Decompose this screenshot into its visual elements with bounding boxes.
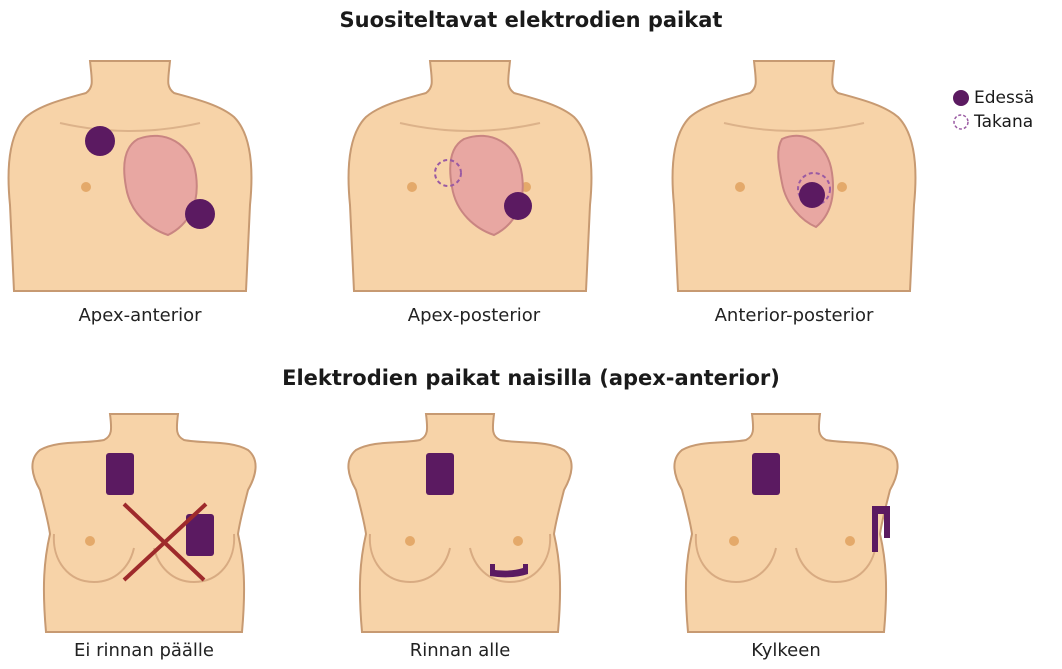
torso-illustration [666,410,906,635]
nipple-right [845,536,855,546]
electrode-front [504,192,532,220]
legend-label: Edessä [974,88,1034,108]
panel-under-breast [340,410,580,635]
nipple-left [81,182,91,192]
caption-apex-anterior: Apex-anterior [20,305,260,326]
panel-not-on-breast [24,410,264,635]
torso-illustration [24,410,264,635]
torso-illustration [340,410,580,635]
electrode-pad [426,453,454,495]
caption-not-on-breast: Ei rinnan päälle [24,640,264,661]
panel-anterior-posterior [664,55,924,295]
legend-item-back: Takana [952,110,1034,134]
nipple-left [407,182,417,192]
dashed-circle-icon [952,113,970,131]
panel-apex-posterior [340,55,600,295]
nipple-left [729,536,739,546]
caption-anterior-posterior: Anterior-posterior [674,305,914,326]
torso-shape [348,414,571,632]
caption-on-side: Kylkeen [666,640,906,661]
nipple-right [837,182,847,192]
electrode-pad [752,453,780,495]
electrode-front [185,199,215,229]
torso-illustration [0,55,260,295]
panel-on-side [666,410,906,635]
torso-illustration [340,55,600,295]
torso-shape [674,414,897,632]
electrode-front [85,126,115,156]
nipple-left [735,182,745,192]
caption-apex-posterior: Apex-posterior [354,305,594,326]
section-title-women: Elektrodien paikat naisilla (apex-anteri… [0,366,1062,390]
legend: Edessä Takana [952,86,1034,134]
nipple-left [405,536,415,546]
nipple-right [513,536,523,546]
section-title-recommended: Suositeltavat elektrodien paikat [0,8,1062,32]
panel-apex-anterior [0,55,260,295]
legend-label: Takana [974,112,1033,132]
filled-circle-icon [952,89,970,107]
electrode-pad [106,453,134,495]
caption-under-breast: Rinnan alle [340,640,580,661]
legend-item-front: Edessä [952,86,1034,110]
torso-illustration [664,55,924,295]
nipple-left [85,536,95,546]
electrode-front [799,182,825,208]
